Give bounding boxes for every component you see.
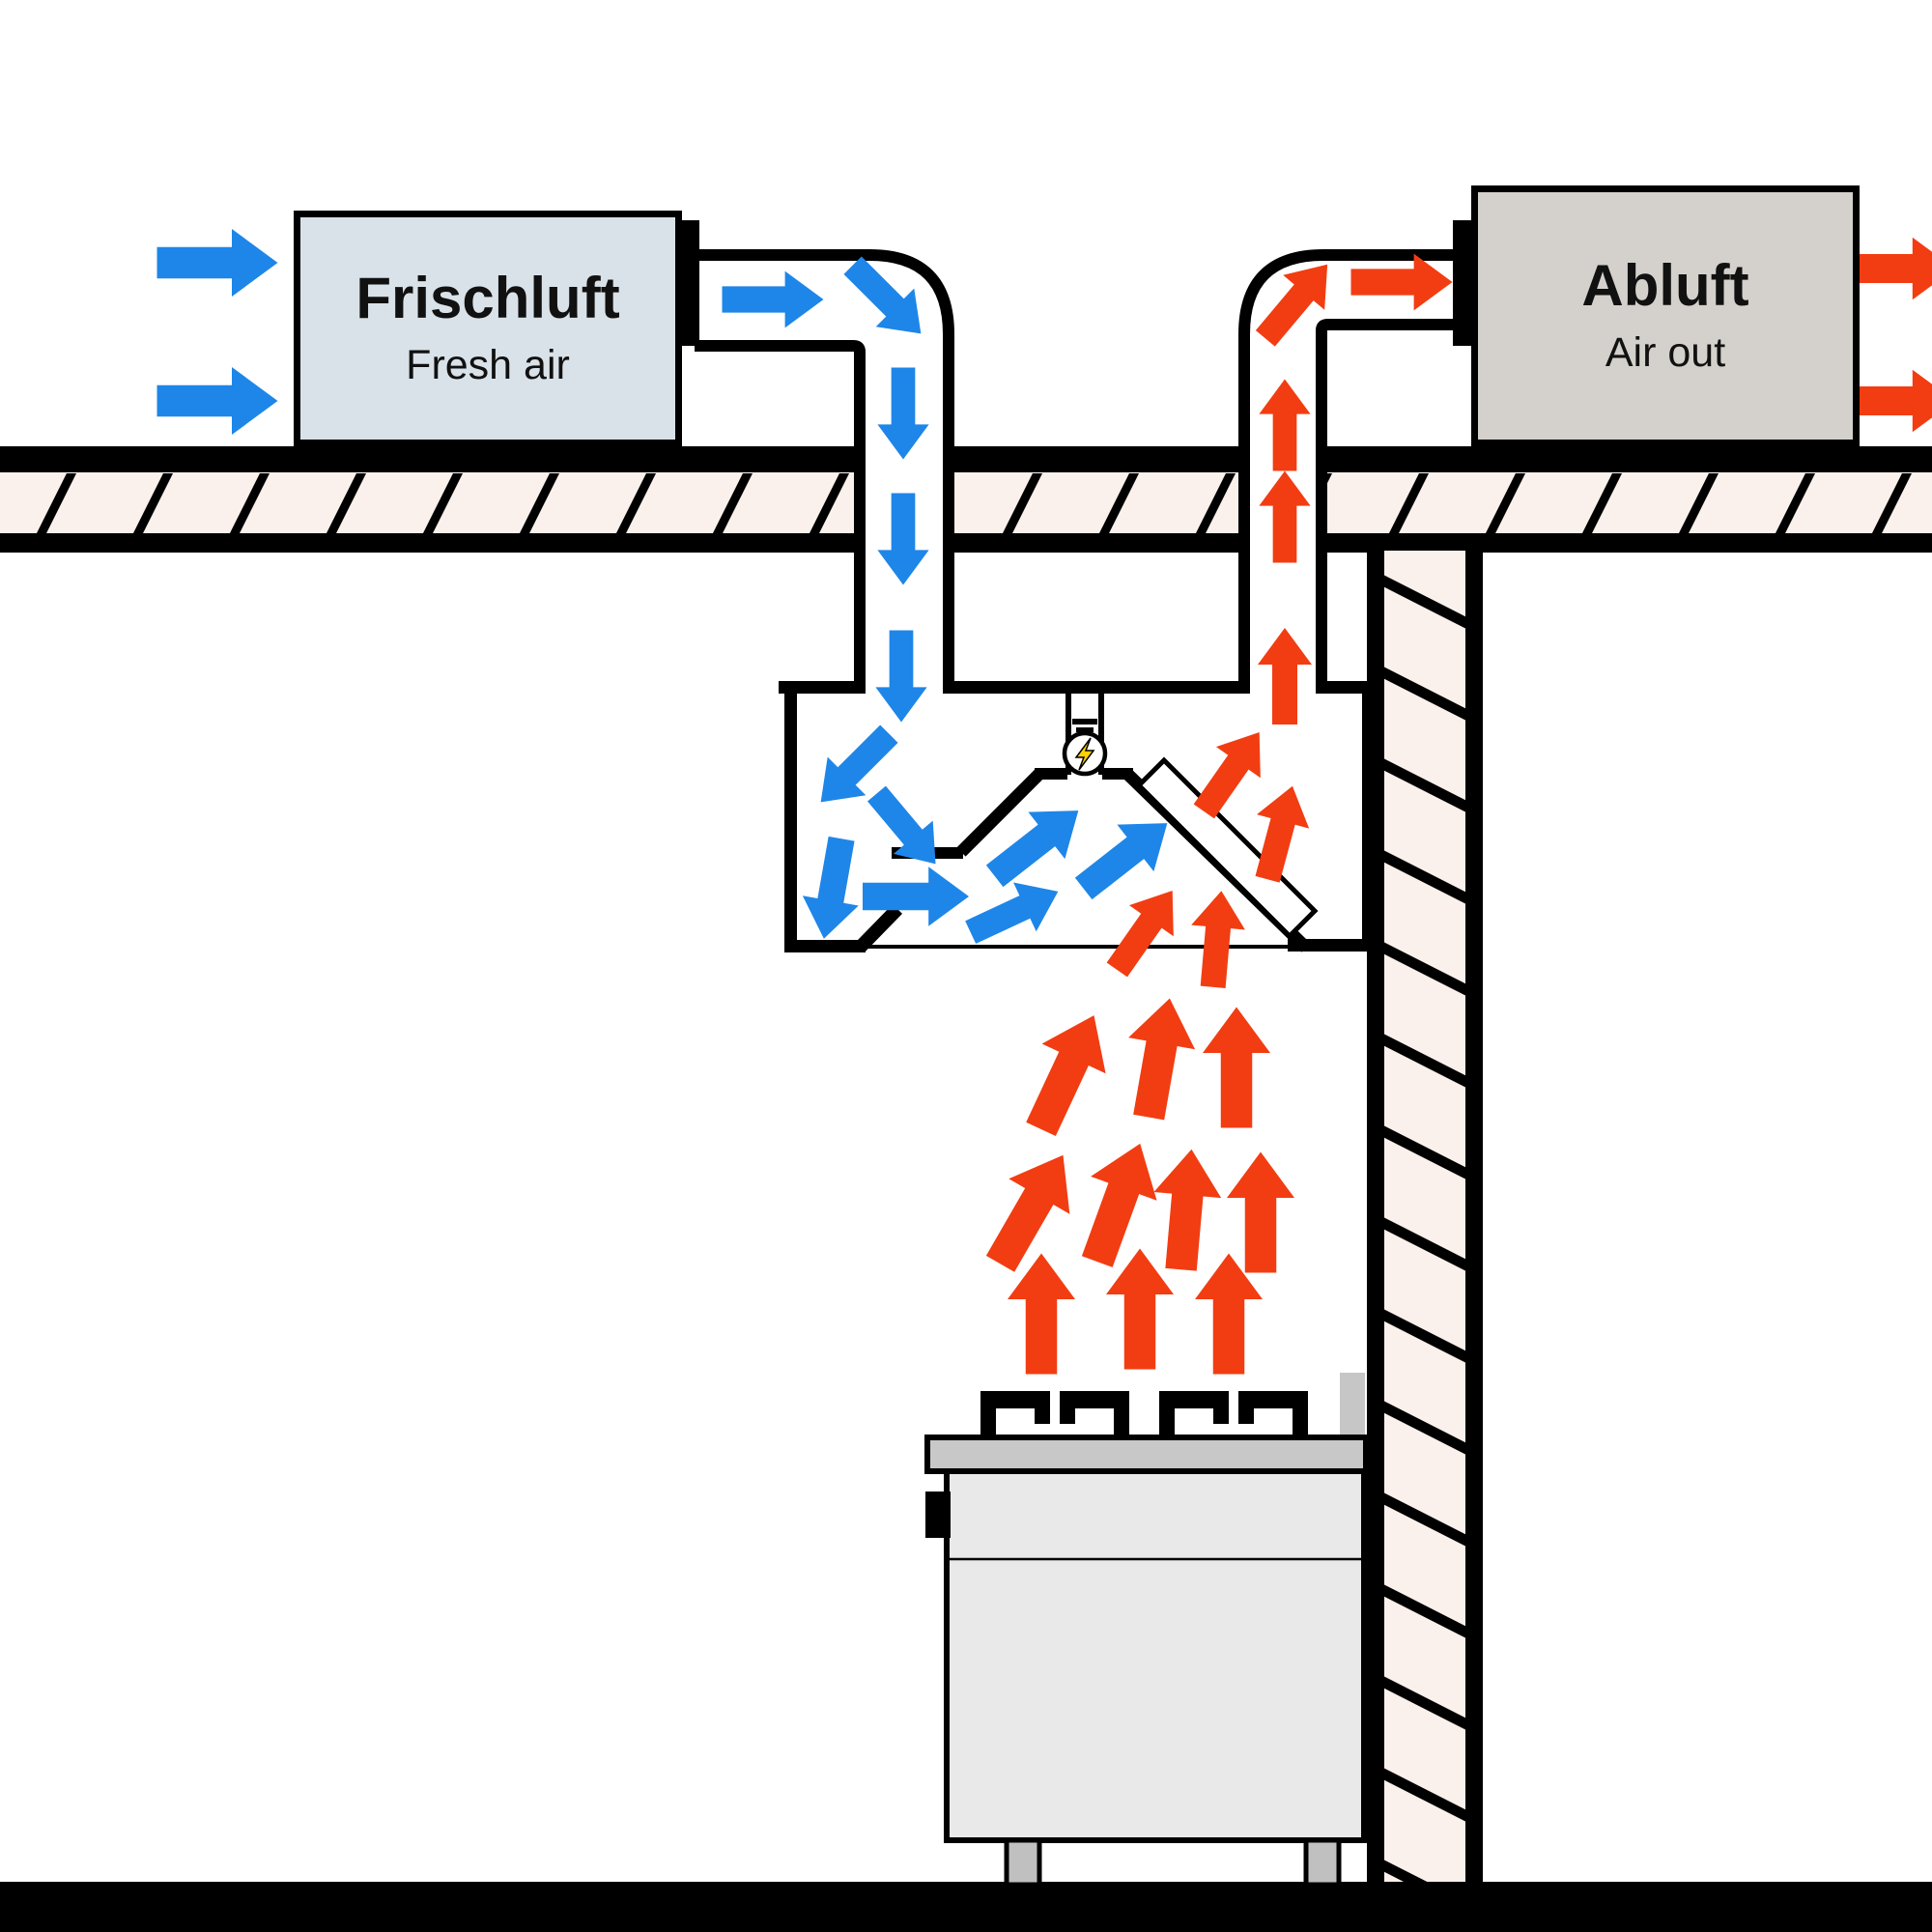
- ceiling-fill: [0, 471, 1932, 533]
- stove-knob: [925, 1492, 951, 1538]
- exhaust-air-arrow: [1106, 1248, 1174, 1370]
- stove-leg-left: [1004, 1837, 1042, 1888]
- exhaust-air-title: Abluft: [1581, 253, 1749, 318]
- fresh-air-arrow: [156, 367, 278, 435]
- fresh-air-arrow: [875, 630, 927, 723]
- fresh-air-arrow: [833, 245, 941, 354]
- fresh-air-arrow: [857, 777, 955, 881]
- exhaust-air-arrow: [1258, 628, 1312, 724]
- hood-top-edge: [943, 681, 1250, 694]
- fresh-air-unit-box: Frischluft Fresh air: [294, 211, 682, 446]
- fresh-duct-flange: [678, 220, 699, 346]
- exhaust-air-unit-box: Abluft Air out: [1471, 185, 1860, 446]
- light-bulb-lightning-icon: [1062, 719, 1108, 777]
- grease-filter: [1135, 756, 1319, 940]
- lightning-bolt-icon: [1074, 737, 1095, 771]
- stove-backsplash: [1340, 1373, 1365, 1440]
- fresh-air-arrow: [958, 867, 1070, 957]
- wall-hatch: [1384, 575, 1465, 1882]
- hood-top-edge: [1316, 681, 1369, 694]
- hood-light-fixture: [1065, 690, 1104, 775]
- exhaust-duct: [1238, 249, 1455, 687]
- exhaust-air-subtitle: Air out: [1605, 329, 1726, 376]
- fresh-air-arrow: [863, 867, 969, 926]
- exhaust-air-arrow: [1094, 874, 1195, 986]
- fresh-air-subtitle: Fresh air: [406, 342, 570, 388]
- exhaust-air-arrow: [969, 1137, 1094, 1282]
- fresh-air-arrow: [722, 270, 824, 328]
- hood-bottom-right-lip: [1288, 939, 1375, 952]
- exhaust-air-arrow: [1203, 1007, 1270, 1128]
- exhaust-air-arrow: [1227, 1151, 1294, 1273]
- burner-grates: [980, 1391, 1308, 1440]
- exhaust-air-arrow: [1009, 1000, 1126, 1145]
- stove-body: [944, 1468, 1367, 1843]
- wall-right-edge: [1465, 551, 1483, 1884]
- floor: [0, 1882, 1932, 1932]
- fresh-air-arrow: [976, 786, 1097, 900]
- exhaust-air-arrow: [1185, 888, 1249, 990]
- fresh-air-arrow: [795, 834, 870, 944]
- hood-bottom-left-lip: [784, 940, 866, 952]
- fresh-air-duct: [695, 249, 954, 687]
- wall: [1367, 551, 1483, 1884]
- exhaust-air-arrow: [1147, 1146, 1226, 1273]
- exhaust-air-arrow: [1350, 253, 1453, 311]
- kitchen-hood: [779, 681, 1375, 952]
- hood-top-edge: [779, 681, 866, 694]
- stove-top: [924, 1435, 1369, 1474]
- exhaust-air-arrow: [1008, 1253, 1075, 1375]
- hood-left-wall: [784, 681, 797, 952]
- stove: [924, 1373, 1369, 1888]
- ceiling-top-edge: [0, 446, 1932, 472]
- stove-leg-right: [1303, 1837, 1342, 1888]
- ceiling-bottom-edge: [0, 533, 1932, 553]
- fresh-air-arrow: [156, 229, 278, 297]
- exhaust-air-arrow: [1064, 1131, 1174, 1274]
- exhaust-air-arrow: [1115, 992, 1204, 1123]
- hood-right-wall: [1362, 681, 1375, 952]
- hood-left-deflector: [854, 904, 903, 952]
- fresh-air-title: Frischluft: [355, 266, 620, 330]
- exhaust-duct-flange: [1453, 220, 1474, 346]
- ceiling: [0, 440, 1932, 560]
